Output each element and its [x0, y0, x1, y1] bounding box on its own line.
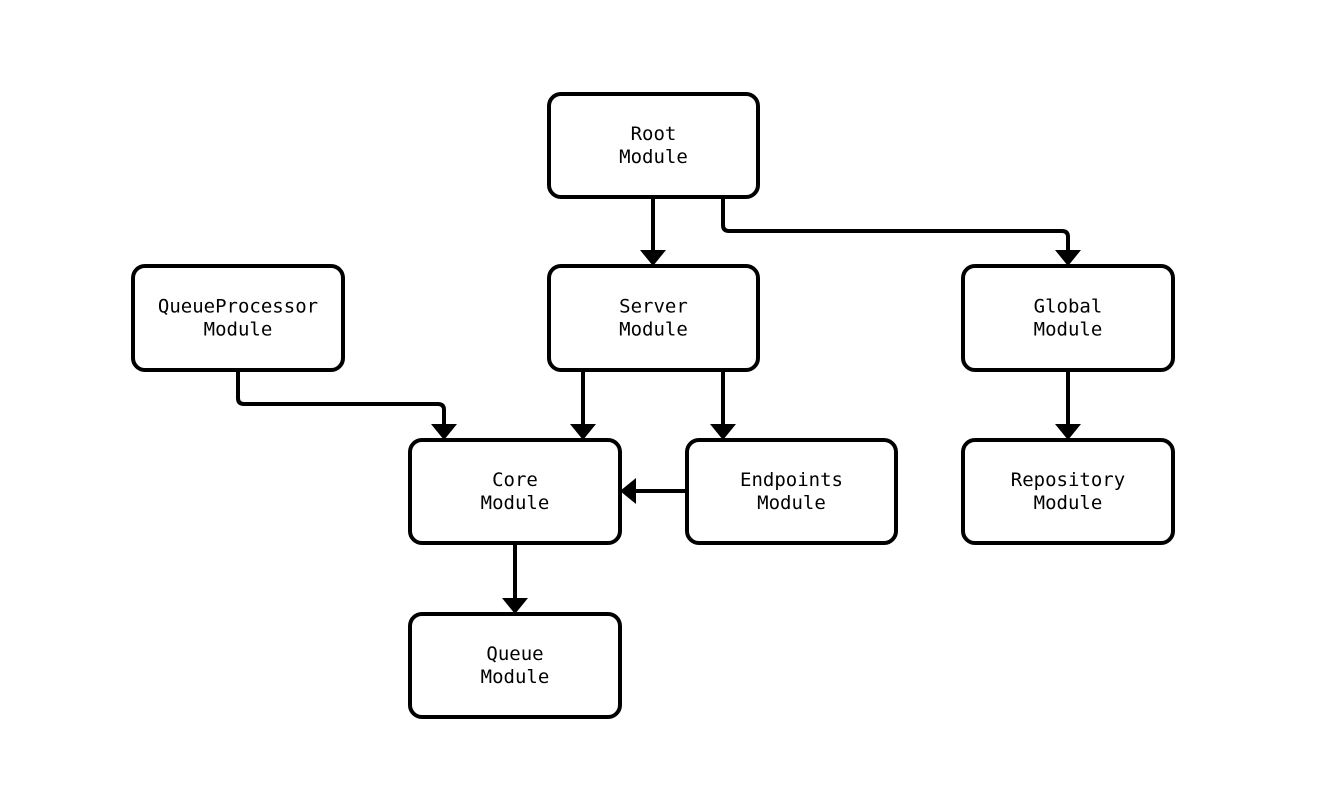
- edge-root-to-server: [640, 197, 666, 266]
- edge-queueprocessor-to-core: [236, 370, 457, 440]
- arrow-head-icon: [640, 250, 666, 266]
- node-label-line2: Module: [204, 319, 273, 341]
- node-label-line1: Global: [1034, 296, 1103, 318]
- arrow-head-icon: [502, 598, 528, 614]
- edge-global-to-repository: [1055, 370, 1081, 440]
- node-label-line2: Module: [757, 492, 826, 514]
- nodes-layer: RootModuleQueueProcessorModuleServerModu…: [131, 92, 1175, 719]
- node-label-line2: Module: [1034, 319, 1103, 341]
- node-box[interactable]: [408, 438, 622, 545]
- edge-server-to-core: [570, 370, 596, 440]
- node-label-line2: Module: [1034, 492, 1103, 514]
- arrow-head-icon: [431, 424, 457, 440]
- node-box[interactable]: [961, 438, 1175, 545]
- node-box[interactable]: [961, 264, 1175, 372]
- arrow-head-icon: [710, 424, 736, 440]
- edge-line: [721, 197, 1070, 252]
- node-label-line2: Module: [619, 319, 688, 341]
- arrow-head-icon: [1055, 424, 1081, 440]
- node-box[interactable]: [131, 264, 345, 372]
- node-box[interactable]: [408, 612, 622, 719]
- node-label-line2: Module: [619, 146, 688, 168]
- node-label-line1: QueueProcessor: [158, 296, 318, 318]
- edge-line: [236, 370, 446, 426]
- node-label-line1: Core: [492, 469, 538, 491]
- node-label-line1: Repository: [1011, 469, 1125, 491]
- edges-layer: [236, 197, 1081, 614]
- node-box[interactable]: [547, 264, 760, 372]
- node-label-line1: Endpoints: [740, 469, 843, 491]
- node-label-line1: Root: [631, 123, 677, 145]
- edge-endpoints-to-core: [620, 478, 687, 504]
- node-box[interactable]: [547, 92, 760, 199]
- edge-root-to-global: [721, 197, 1081, 266]
- arrow-head-icon: [1055, 250, 1081, 266]
- node-box[interactable]: [685, 438, 898, 545]
- arrow-head-icon: [620, 478, 636, 504]
- arrow-head-icon: [570, 424, 596, 440]
- node-label-line1: Queue: [486, 643, 543, 665]
- node-label-line2: Module: [481, 492, 550, 514]
- node-label-line1: Server: [619, 296, 688, 318]
- edge-core-to-queue: [502, 543, 528, 614]
- edge-server-to-endpoints: [710, 370, 736, 440]
- node-label-line2: Module: [481, 666, 550, 688]
